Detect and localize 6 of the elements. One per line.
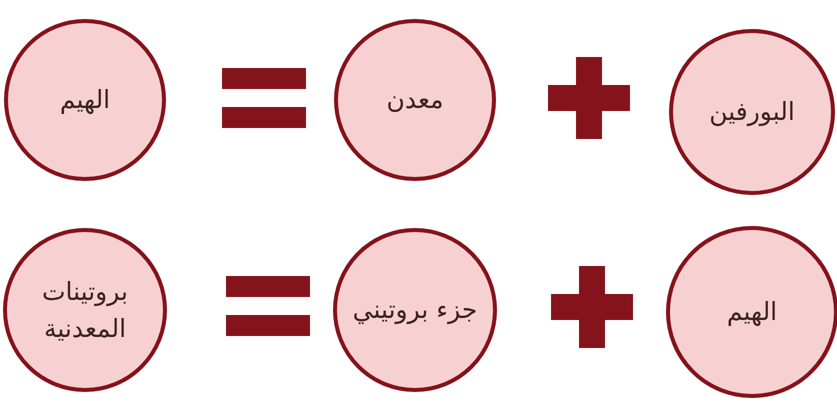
node-label: بروتينات المعدنية <box>40 276 130 345</box>
node-label: الهيم <box>60 84 110 116</box>
node-label: الهيم <box>726 296 778 328</box>
node-label: البورفين <box>709 96 795 128</box>
node-label: جزء بروتيني <box>352 294 478 326</box>
node-label: معدن <box>386 84 444 116</box>
